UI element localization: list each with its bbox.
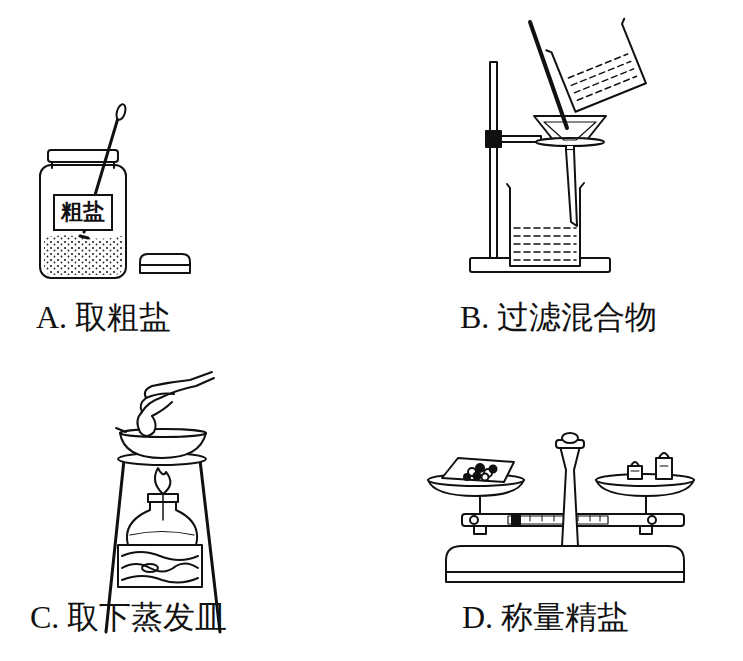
jar-label: 粗盐 — [53, 194, 113, 231]
panel-caption: D. 称量精盐 — [462, 598, 629, 636]
evaporating-dish — [116, 428, 206, 458]
wooden-block — [118, 545, 202, 587]
jar-lid — [140, 254, 190, 273]
panel-caption: C. 取下蒸发皿 — [30, 598, 227, 636]
weighing-paper — [442, 458, 514, 482]
panel-caption: B. 过滤混合物 — [460, 298, 657, 336]
label-text: 粗盐 — [61, 200, 105, 224]
hand — [137, 372, 214, 436]
panel-caption: A. 取粗盐 — [36, 298, 171, 336]
salt-jar — [40, 103, 127, 278]
pouring-beaker — [546, 19, 649, 114]
weights — [628, 453, 672, 479]
balance — [428, 433, 694, 582]
funnel — [534, 116, 606, 226]
alcohol-lamp — [127, 468, 197, 545]
